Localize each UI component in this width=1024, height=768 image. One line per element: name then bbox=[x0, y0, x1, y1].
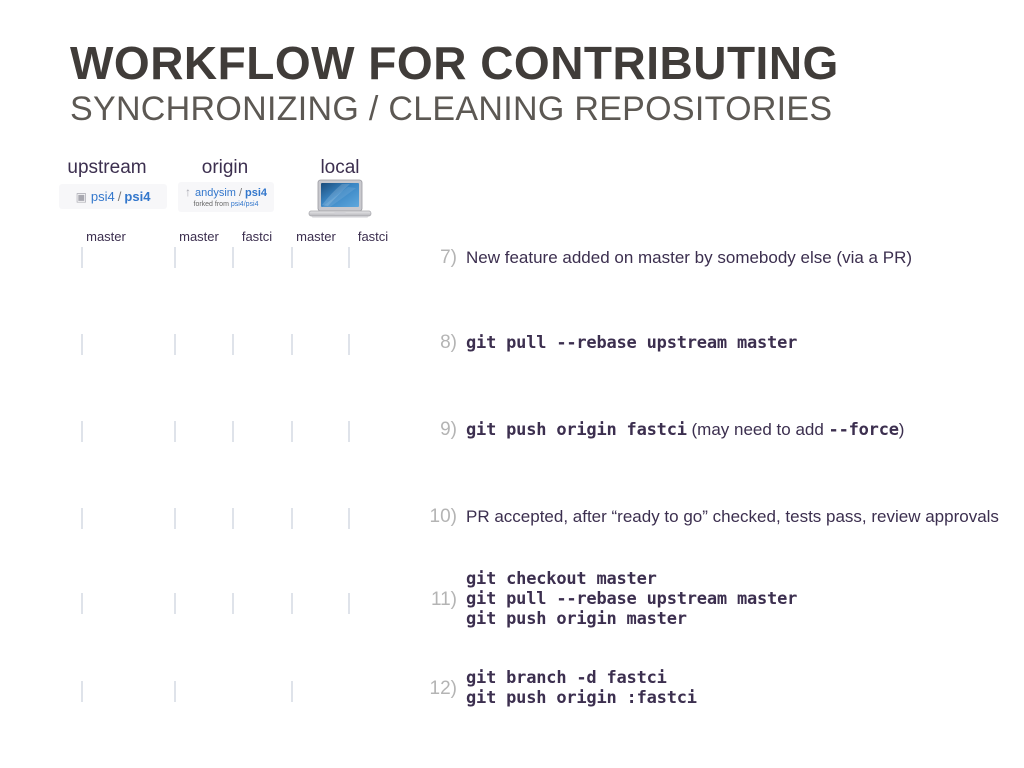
bar-local-master bbox=[291, 421, 293, 442]
bar-origin-fastci bbox=[232, 508, 234, 529]
bar-local-master bbox=[291, 593, 293, 614]
step-text: git push origin fastci (may need to add … bbox=[466, 420, 904, 440]
repo-icon: ▣ bbox=[75, 190, 87, 204]
command-line: git branch -d fastci bbox=[466, 668, 667, 688]
description-text: (may need to add bbox=[686, 420, 829, 439]
description-text: ) bbox=[898, 420, 905, 439]
bar-upstream-master bbox=[81, 334, 83, 355]
repo-name-origin[interactable]: psi4 bbox=[245, 187, 268, 200]
bar-local-fastci bbox=[348, 334, 350, 355]
step-number: 11) bbox=[430, 588, 457, 610]
fork-note: forked from psi4/psi4 bbox=[194, 201, 259, 208]
bar-origin-fastci bbox=[232, 247, 234, 268]
command-line: git push origin master bbox=[466, 608, 687, 629]
bar-origin-fastci bbox=[232, 421, 234, 442]
step-text: PR accepted, after “ready to go” checked… bbox=[466, 507, 999, 527]
bar-origin-fastci bbox=[232, 593, 234, 614]
command-line: git checkout master bbox=[466, 569, 657, 589]
bar-local-master bbox=[291, 334, 293, 355]
laptop-icon bbox=[308, 178, 372, 222]
column-header-upstream: upstream bbox=[67, 157, 147, 178]
bar-origin-master bbox=[174, 247, 176, 268]
bar-local-fastci bbox=[348, 247, 350, 268]
command-text: git push origin fastci bbox=[466, 420, 687, 440]
step-number: 12) bbox=[429, 677, 457, 699]
repo-badge-origin[interactable]: ↑ andysim / psi4 forked from psi4/psi4 bbox=[178, 182, 274, 212]
repo-separator: / bbox=[238, 187, 242, 200]
step-item: 10) PR accepted, after “ready to go” chec… bbox=[425, 507, 999, 527]
command-line: git pull --rebase upstream master bbox=[466, 588, 798, 609]
step-item: 8) git pull --rebase upstream master bbox=[425, 333, 797, 353]
step-number: 10) bbox=[429, 506, 457, 527]
fork-note-repo[interactable]: psi4/psi4 bbox=[230, 200, 259, 208]
bar-origin-fastci bbox=[232, 334, 234, 355]
bar-upstream-master bbox=[81, 421, 83, 442]
step-item: 9) git push origin fastci (may need to ad… bbox=[425, 420, 904, 440]
repo-owner-origin[interactable]: andysim bbox=[194, 187, 236, 200]
step-item: 7) New feature added on master by somebod… bbox=[425, 248, 912, 268]
step-text: git pull --rebase upstream master bbox=[466, 333, 797, 353]
step-text: New feature added on master by somebody … bbox=[466, 248, 912, 268]
bar-local-master bbox=[291, 247, 293, 268]
bar-origin-master bbox=[174, 681, 176, 702]
branch-label-local-master: master bbox=[296, 229, 336, 244]
description-text: PR accepted, after “ready to go” checked… bbox=[466, 507, 999, 526]
step-number: 8) bbox=[440, 332, 457, 353]
bar-origin-master bbox=[174, 593, 176, 614]
repo-separator: / bbox=[117, 189, 122, 204]
repo-badge-upstream[interactable]: ▣ psi4 / psi4 bbox=[59, 184, 167, 209]
command-text: --force bbox=[828, 420, 899, 440]
bar-origin-master bbox=[174, 334, 176, 355]
repo-owner-upstream[interactable]: psi4 bbox=[90, 189, 115, 204]
page-title: WORKFLOW FOR CONTRIBUTING bbox=[70, 37, 839, 89]
bar-local-master bbox=[291, 681, 293, 702]
bar-origin-master bbox=[174, 421, 176, 442]
page-subtitle: SYNCHRONIZING / CLEANING REPOSITORIES bbox=[70, 89, 833, 128]
branch-label-local-fastci: fastci bbox=[357, 229, 389, 244]
step-number: 9) bbox=[440, 419, 457, 440]
bar-upstream-master bbox=[81, 247, 83, 268]
description-text: New feature added on master by somebody … bbox=[466, 248, 913, 267]
column-header-local: local bbox=[320, 157, 360, 178]
branch-label-origin-master: master bbox=[179, 229, 219, 244]
fork-icon: ↑ bbox=[184, 185, 191, 200]
command-line: git push origin :fastci bbox=[466, 687, 697, 708]
bar-upstream-master bbox=[81, 508, 83, 529]
column-header-origin: origin bbox=[201, 157, 249, 178]
fork-note-prefix: forked from bbox=[193, 200, 229, 208]
branch-label-upstream-master: master bbox=[86, 229, 126, 244]
bar-local-fastci bbox=[348, 421, 350, 442]
bar-origin-master bbox=[174, 508, 176, 529]
command-text: git pull --rebase upstream master bbox=[466, 333, 798, 353]
repo-name-upstream[interactable]: psi4 bbox=[124, 189, 151, 204]
bar-upstream-master bbox=[81, 593, 83, 614]
step-number: 7) bbox=[440, 247, 457, 268]
bar-local-master bbox=[291, 508, 293, 529]
bar-local-fastci bbox=[348, 508, 350, 529]
branch-label-origin-fastci: fastci bbox=[241, 229, 273, 244]
bar-local-fastci bbox=[348, 593, 350, 614]
bar-upstream-master bbox=[81, 681, 83, 702]
title-block: WORKFLOW FOR CONTRIBUTING SYNCHRONIZING … bbox=[70, 37, 970, 128]
